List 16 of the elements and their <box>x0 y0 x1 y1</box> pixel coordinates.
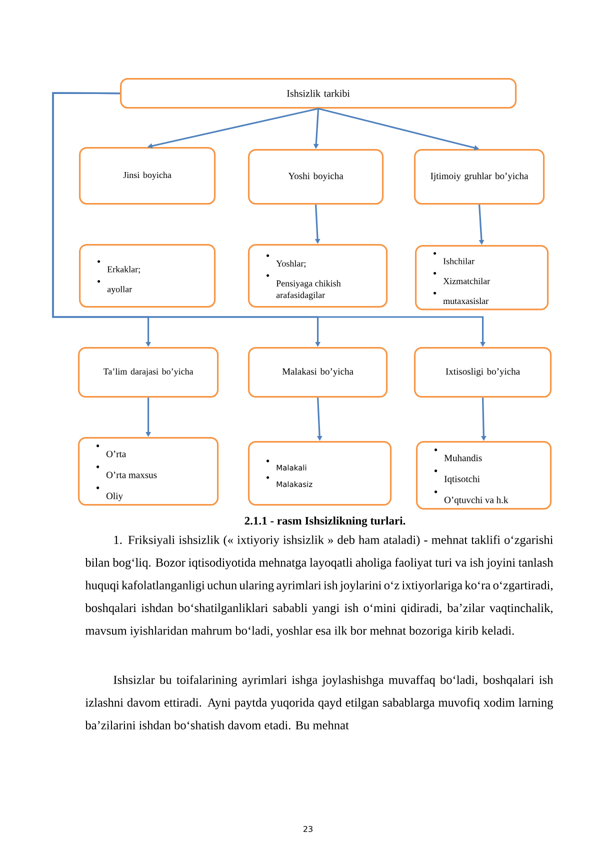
category-box: O’rta O’rta maxsus Oliy <box>78 437 219 506</box>
figure-caption: 2.1.1 - rasm Ishsizlikning turlari. <box>244 516 406 528</box>
paragraph: 1. Friksiyali ishsizlik (« ixtiyoriy ishsizlik » deb ham ataladi) - mehnat taklifi o‘zgarishi bilan bog‘liq. Bozor iqtisodiyotida mehnatga layoqatli aholiga faoliyat turi va ish joyini tanlash huquqi kafolatlanganligi uchun ularing ayrimlari ish joylarini o‘z ixtiyorlariga ko‘ra o‘zgartiradi, boshqalari ishdan bo‘shatilganliklari sababli yangi ish o‘mini qidiradi, ba’zilar vaqtinchalik, mavsum iyishlaridan mahrum bo‘ladi, yoshlar esa ilk bor mehnat bozoriga kirib keladi. <box>85 535 554 638</box>
category-box: Ijtimoiy gruhlar bo’yicha <box>414 149 545 205</box>
category-box: Ishchilar Xizmatchilar mutaxasislar <box>415 245 549 310</box>
page-number: 23 <box>304 826 312 832</box>
category-box: Malakasi bo’yicha <box>248 347 388 398</box>
category-box: Yoshi boyicha <box>248 149 384 205</box>
category-box: Yoshlar; Pensiyaga chikish arafasidagilar <box>248 244 388 308</box>
category-box: Ishsizlik tarkibi <box>120 78 517 109</box>
category-box: Muhandis Iqtisotchi O’qtuvchi va h.k <box>416 441 552 510</box>
category-box: Ixtisosligi bo’yicha <box>414 347 552 398</box>
category-box: Erkaklar; ayollar <box>79 244 216 308</box>
category-box: Jinsi boyicha <box>79 147 216 205</box>
paragraph: Ishsizlar bu toifalarining ayrimlari ishga joylashishga muvaffaq bo‘ladi, boshqalari ish izlashni davom ettiradi. Ayni paytda yuqorida qayd etilgan sabablarga muvofiq xodim larning ba’zilarini ishdan bo‘shatish davom etadi. Bu mehnat <box>85 675 554 730</box>
category-box: Ta’lim darajasi bo’yicha <box>78 347 219 398</box>
